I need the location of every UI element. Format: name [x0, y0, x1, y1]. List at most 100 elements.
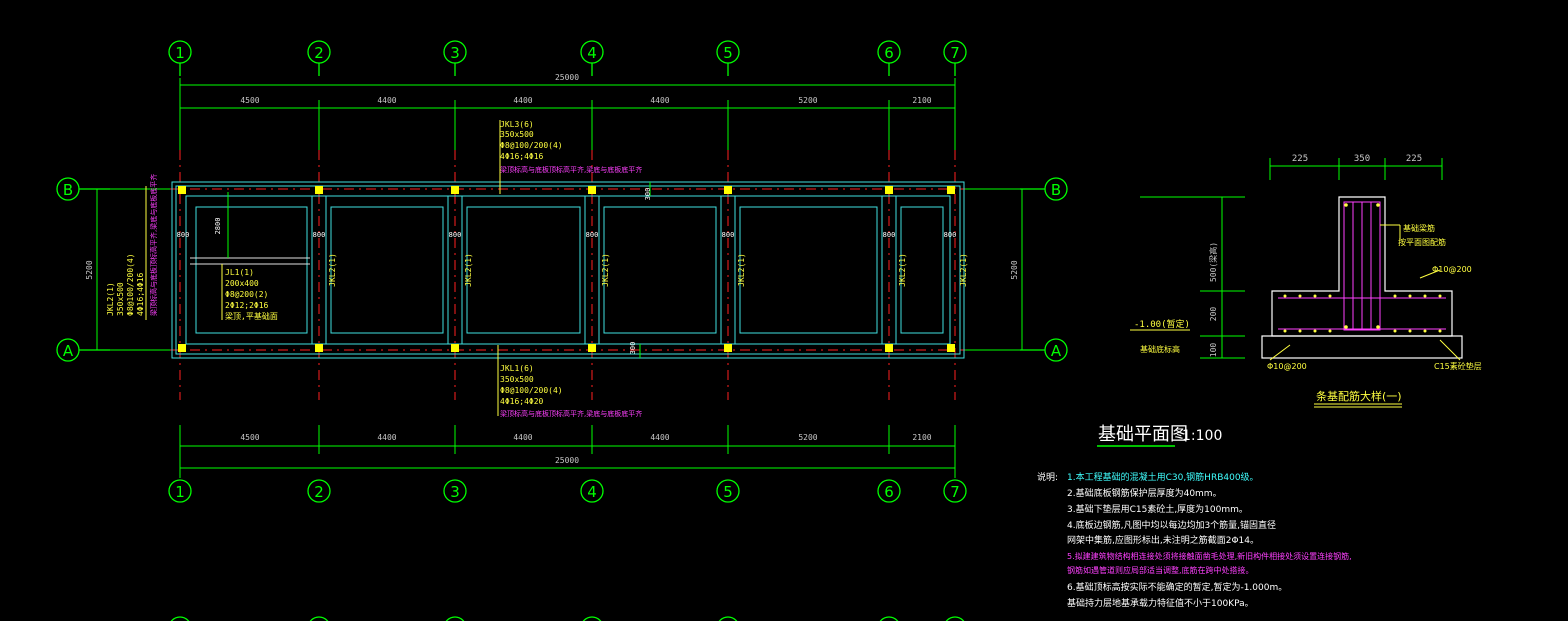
dim-vertical-left: 5200: [85, 260, 94, 279]
dim-total-bottom: 25000: [555, 456, 579, 465]
detail-dim-225-left: 225: [1292, 154, 1308, 164]
dim-span-2-bottom: 4400: [377, 433, 396, 442]
grid-bubble-6-bottom: [877, 479, 901, 503]
grid-label-6-top: 6: [884, 44, 894, 62]
dim-800-e: 800: [722, 231, 735, 239]
jkl1-label-stirrup: Φ8@100/200(4): [500, 386, 563, 395]
dim-span-1-bottom: 4500: [240, 433, 259, 442]
jl1-label-stirrup: Φ8@200(2): [225, 290, 268, 299]
jl1-label-name: JL1(1): [225, 268, 254, 277]
drawing-scale: 1:100: [1182, 428, 1222, 444]
jkl2-label-size: 350x500: [116, 282, 125, 316]
grid-label-1-bottom: 1: [175, 483, 185, 501]
beam-label-vertical-5: JKL2(1): [737, 253, 746, 287]
grid-label-B-left: B: [63, 181, 73, 199]
detail-dim-350: 350: [1354, 154, 1370, 164]
dimension-lines-top: [179, 78, 956, 150]
jkl3-label-stirrup: Φ8@100/200(4): [500, 141, 563, 150]
dim-span-6-top: 2100: [912, 96, 931, 105]
detail-label-beam-rebar: 基础梁筋: [1403, 223, 1435, 233]
detail-rebar-bottom: Φ10@200: [1267, 362, 1307, 371]
jkl3-label-name: JKL3(6): [500, 120, 534, 129]
dim-span-4-bottom: 4400: [650, 433, 669, 442]
drawing-title: 基础平面图: [1098, 424, 1188, 445]
detail-label-per-plan: 按平面图配筋: [1398, 237, 1446, 247]
jl1-beam-lines: [190, 257, 310, 265]
dim-300-top: 300: [644, 188, 652, 201]
jkl3-label-rebar: 4Φ16;4Φ16: [500, 152, 544, 161]
dim-span-3-top: 4400: [513, 96, 532, 105]
grid-label-3-bottom: 3: [450, 483, 460, 501]
detail-title: 条基配筋大样(一): [1316, 389, 1402, 403]
grid-bubble-3-top: [443, 40, 467, 76]
detail-elevation: -1.00(暂定): [1134, 318, 1190, 330]
grid-axis-lines: [80, 150, 1040, 400]
beam-label-vertical-6: JKL2(1): [898, 253, 907, 287]
grid-bubble-2-top: [307, 40, 331, 76]
columns: [178, 186, 955, 352]
detail-cushion: C15素砼垫层: [1434, 361, 1482, 371]
dim-800-b: 800: [313, 231, 326, 239]
grid-bubble-5-top: [716, 40, 740, 76]
notes-heading: 说明:: [1037, 471, 1058, 483]
dim-span-5-top: 5200: [798, 96, 817, 105]
grid-label-B-right: B: [1051, 181, 1061, 199]
jkl2-label-stirrup: Φ8@100/200(4): [126, 253, 135, 316]
grid-bubble-3-bottom: [443, 479, 467, 503]
grid-bubble-6-top: [877, 40, 901, 76]
dim-2800: 2800: [214, 218, 222, 235]
jl1-note: 梁顶,平基础面: [225, 311, 278, 321]
beam-label-vertical-3: JKL2(1): [464, 253, 473, 287]
grid-label-6-bottom: 6: [884, 483, 894, 501]
footing-section: [1261, 196, 1463, 359]
jkl1-note: 梁顶标高与底板顶标高平齐,梁底与底板底平齐: [500, 409, 642, 418]
grid-bubble-4-bottom: [580, 479, 604, 503]
dim-300-bottom: 300: [629, 342, 637, 355]
note-3: 3.基础下垫层用C15素砼土,厚度为100mm。: [1067, 503, 1248, 515]
dim-total-top: 25000: [555, 73, 579, 82]
grid-label-A-right: A: [1051, 342, 1062, 360]
footing-rebar-dots: [1283, 203, 1442, 333]
grid-bubble-1-bottom: [168, 479, 192, 503]
grid-label-3-top: 3: [450, 44, 460, 62]
note-2: 2.基础底板钢筋保护层厚度为40mm。: [1067, 487, 1222, 499]
grid-label-7-bottom: 7: [950, 483, 960, 501]
grid-label-5-top: 5: [723, 44, 733, 62]
beam-label-vertical-7: JKL2(1): [959, 253, 968, 287]
detail-dimension-lines: [1140, 158, 1443, 359]
note-5-cont: 钢筋如遇管道则应局部适当调整,底筋在跨中处搭接。: [1067, 565, 1254, 575]
dimension-lines-vertical: [88, 188, 1030, 351]
dim-span-4-top: 4400: [650, 96, 669, 105]
grid-bubble-1-top: [168, 40, 192, 76]
grid-label-A-left: A: [63, 342, 74, 360]
grid-label-2-top: 2: [314, 44, 324, 62]
jl1-label-rebar: 2Φ12;2Φ16: [225, 301, 269, 310]
jl1-label-size: 200x400: [225, 279, 259, 288]
jkl1-label-name: JKL1(6): [500, 364, 534, 373]
grid-bubble-2-bottom: [307, 479, 331, 503]
grid-label-5-bottom: 5: [723, 483, 733, 501]
detail-ground-label: 基础底标高: [1140, 344, 1180, 354]
jkl1-label-size: 350x500: [500, 375, 534, 384]
dim-span-3-bottom: 4400: [513, 433, 532, 442]
note-6-cont: 基础持力层地基承载力特征值不小于100KPa。: [1067, 597, 1254, 609]
beam-label-vertical-2: JKL2(1): [328, 253, 337, 287]
grid-label-7-top: 7: [950, 44, 960, 62]
note-4-cont: 网架中集筋,应图形标出,未注明之筋截面2Φ14。: [1067, 534, 1259, 546]
jkl2-note: 梁顶标高与底板顶标高平齐,梁底与底板底平齐: [149, 174, 158, 316]
foundation-beam-outlines: [171, 181, 965, 359]
detail-dim-200: 200: [1209, 307, 1218, 322]
dimension-lines-bottom: [179, 425, 956, 478]
grid-label-1-top: 1: [175, 44, 185, 62]
jkl3-note: 梁顶标高与底板顶标高平齐,梁底与底板底平齐: [500, 165, 642, 174]
dim-800-f: 800: [883, 231, 896, 239]
jkl2-label-rebar: 4Φ16;4Φ16: [136, 272, 145, 316]
dim-span-1-top: 4500: [240, 96, 259, 105]
dim-span-6-bottom: 2100: [912, 433, 931, 442]
note-1: 1.本工程基础的混凝土用C30,钢筋HRB400级。: [1067, 471, 1259, 483]
detail-dim-500: 500(梁高): [1208, 242, 1218, 282]
dim-span-2-top: 4400: [377, 96, 396, 105]
grid-label-2-bottom: 2: [314, 483, 324, 501]
note-4: 4.底板边钢筋,凡图中均以每边均加3个筋量,锚固直径: [1067, 519, 1276, 531]
